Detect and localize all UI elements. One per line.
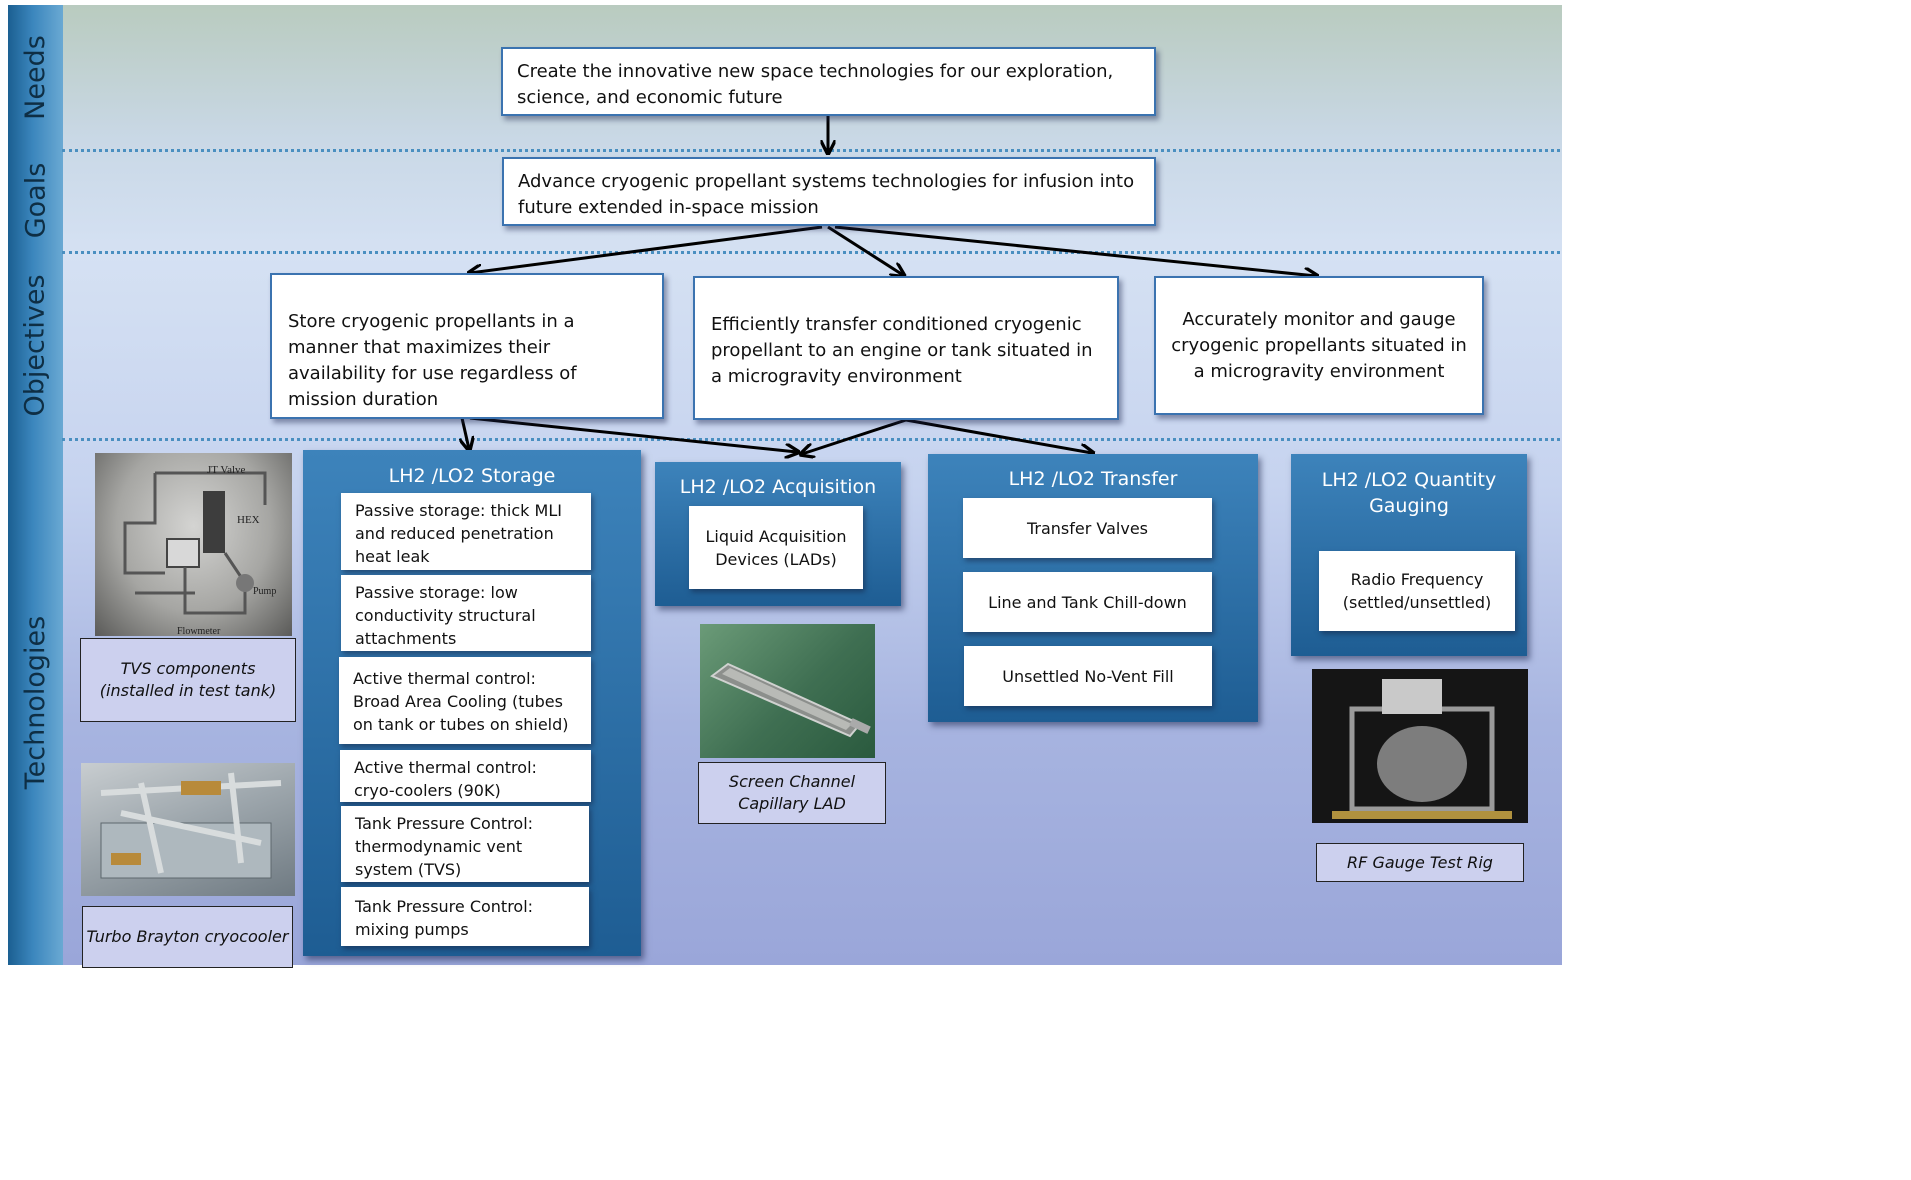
need-box: Create the innovative new space technolo… [501, 47, 1156, 116]
need-text: Create the innovative new space technolo… [517, 61, 1114, 108]
tech-transfer-item-2: Line and Tank Chill-down [963, 572, 1212, 632]
tech-storage-item-1: Passive storage: thick MLI and reduced p… [341, 493, 591, 570]
arrow-goal-to-objective-3 [834, 225, 1316, 276]
lad-screen [722, 668, 852, 730]
objective-box-storage: Store cryogenic propellants in a manner … [270, 273, 664, 419]
rig-tank [1377, 726, 1467, 802]
rig-floor [1332, 811, 1512, 819]
tech-storage-item-6: Tank Pressure Control: mixing pumps [341, 887, 589, 946]
goal-box: Advance cryogenic propellant systems tec… [502, 157, 1156, 226]
caption-tvs: TVS components (installed in test tank) [80, 638, 296, 722]
tvs-label-hex: HEX [237, 514, 260, 526]
tech-transfer-item-1: Transfer Valves [963, 498, 1212, 558]
tvs-piping [123, 471, 267, 615]
objective-text-storage: Store cryogenic propellants in a manner … [288, 311, 577, 410]
panel-storage-title: LH2 /LO2 Storage [388, 465, 556, 487]
caption-tvs-text: TVS components (installed in test tank) [99, 659, 277, 700]
tech-storage-item-5-text: Tank Pressure Control: thermodynamic ven… [355, 814, 534, 879]
tech-transfer-item-3: Unsettled No-Vent Fill [964, 646, 1212, 706]
tech-storage-item-3: Active thermal control: Broad Area Cooli… [339, 657, 591, 744]
tech-storage-item-6-text: Tank Pressure Control: mixing pumps [355, 897, 534, 939]
rf-gauge-test-rig-drawing [1332, 679, 1512, 819]
objective-box-gauging: Accurately monitor and gauge cryogenic p… [1154, 276, 1484, 415]
separator-goals-objectives [62, 251, 1560, 254]
tech-gauging-item-1: Radio Frequency (settled/unsettled) [1319, 551, 1515, 631]
arrow-goal-to-objective-1 [470, 225, 823, 273]
tvs-components-drawing: JT Valve HEX Pump Flowmeter [123, 464, 276, 636]
tvs-pump-body [236, 574, 254, 592]
arrow-obj1-to-storage [462, 417, 469, 449]
connector-arrows [0, 116, 1568, 968]
tvs-label-pump: Pump [253, 586, 276, 597]
tvs-block [166, 538, 200, 568]
caption-rf: RF Gauge Test Rig [1316, 843, 1524, 882]
panel-gauging-title: LH2 /LO2 Quantity Gauging [1321, 469, 1497, 517]
tech-acquisition-item-1: Liquid Acquisition Devices (LADs) [689, 506, 863, 589]
screen-channel-lad-photo [700, 624, 875, 758]
rf-gauge-test-rig-photo [1312, 669, 1528, 823]
goal-text: Advance cryogenic propellant systems tec… [518, 171, 1135, 218]
tvs-label-jt-valve: JT Valve [207, 464, 246, 476]
objective-text-gauging: Accurately monitor and gauge cryogenic p… [1171, 308, 1467, 382]
panel-transfer-title: LH2 /LO2 Transfer [1008, 468, 1178, 490]
separator-needs-goals [62, 149, 1560, 152]
tech-storage-item-5: Tank Pressure Control: thermodynamic ven… [341, 806, 589, 882]
tvs-components-photo: JT Valve HEX Pump Flowmeter [95, 453, 292, 636]
lad-outlet [849, 718, 871, 734]
tech-storage-item-3-text: Active thermal control: Broad Area Cooli… [353, 669, 569, 734]
tech-transfer-item-2-text: Line and Tank Chill-down [988, 592, 1187, 612]
caption-lad: Screen Channel Capillary LAD [698, 762, 886, 824]
brayton-component-2 [111, 853, 141, 865]
brayton-component-1 [181, 781, 221, 795]
objective-box-transfer: Efficiently transfer conditioned cryogen… [693, 276, 1119, 420]
row-label-sidebar [8, 5, 63, 965]
tech-transfer-item-1-text: Transfer Valves [1026, 518, 1149, 538]
objective-text-transfer: Efficiently transfer conditioned cryogen… [711, 314, 1093, 387]
tech-storage-item-2-text: Passive storage: low conductivity struct… [355, 583, 536, 648]
tech-transfer-item-3-text: Unsettled No-Vent Fill [1002, 666, 1174, 686]
turbo-brayton-drawing [100, 772, 282, 879]
caption-brayton-text: Turbo Brayton cryocooler [86, 927, 289, 946]
rig-instrument [1382, 679, 1442, 714]
panel-acquisition-title: LH2 /LO2 Acquisition [679, 476, 877, 498]
arrow-obj1-to-acquisition [469, 416, 797, 452]
tech-gauging-item-1-text: Radio Frequency (settled/unsettled) [1342, 570, 1492, 612]
caption-rf-text: RF Gauge Test Rig [1347, 852, 1493, 872]
arrow-goal-to-objective-2 [827, 225, 903, 275]
tech-storage-item-4-text: Active thermal control: cryo-coolers (90… [354, 758, 537, 800]
caption-brayton: Turbo Brayton cryocooler [82, 906, 293, 968]
brayton-base-plate [100, 822, 272, 879]
tvs-label-flowmeter: Flowmeter [177, 626, 221, 636]
screen-channel-lad-drawing [710, 662, 871, 738]
turbo-brayton-photo [81, 763, 295, 896]
caption-lad-text: Screen Channel Capillary LAD [728, 772, 856, 813]
arrow-obj2-to-acquisition [802, 418, 907, 454]
tech-acquisition-item-1-text: Liquid Acquisition Devices (LADs) [705, 526, 847, 569]
tech-storage-item-1-text: Passive storage: thick MLI and reduced p… [355, 501, 562, 566]
separator-objectives-technologies [62, 438, 1560, 441]
arrow-obj2-to-transfer [905, 418, 1092, 453]
tech-storage-item-2: Passive storage: low conductivity struct… [341, 575, 591, 651]
diagram-canvas: Needs Goals Objectives Technologies Crea… [0, 5, 1568, 968]
tvs-hex-cylinder [203, 491, 225, 553]
tech-storage-item-4: Active thermal control: cryo-coolers (90… [340, 750, 591, 802]
